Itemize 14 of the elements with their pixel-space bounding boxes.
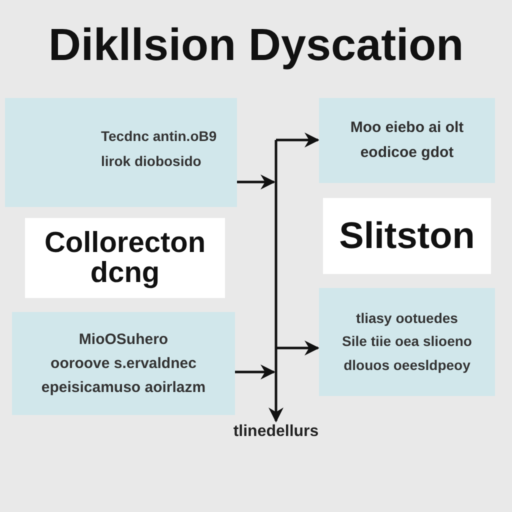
info-box: tliasy ootuedes Sile tiie oea slioeno dlouos oeesldpeoy (319, 288, 495, 396)
info-box: Tecdnc antin.oB9 lirok diobosido (5, 98, 237, 207)
diagram-title: Dikllsion Dyscation (48, 20, 464, 70)
info-box: MioOSuhero ooroove s.ervaldnec epeisicamuso aoirlazm (12, 312, 235, 415)
connector-line (274, 140, 278, 372)
arrow (235, 364, 276, 380)
heading-box: Slitston (323, 198, 491, 274)
flow-label: tlinedellurs (233, 422, 319, 442)
heading-box: Collorecton dcng (25, 218, 225, 298)
arrow (268, 372, 284, 422)
info-box: Moo eiebo ai olt eodicoe gdot (319, 98, 495, 183)
arrow (276, 340, 320, 356)
arrow (237, 174, 276, 190)
arrow (276, 132, 320, 148)
